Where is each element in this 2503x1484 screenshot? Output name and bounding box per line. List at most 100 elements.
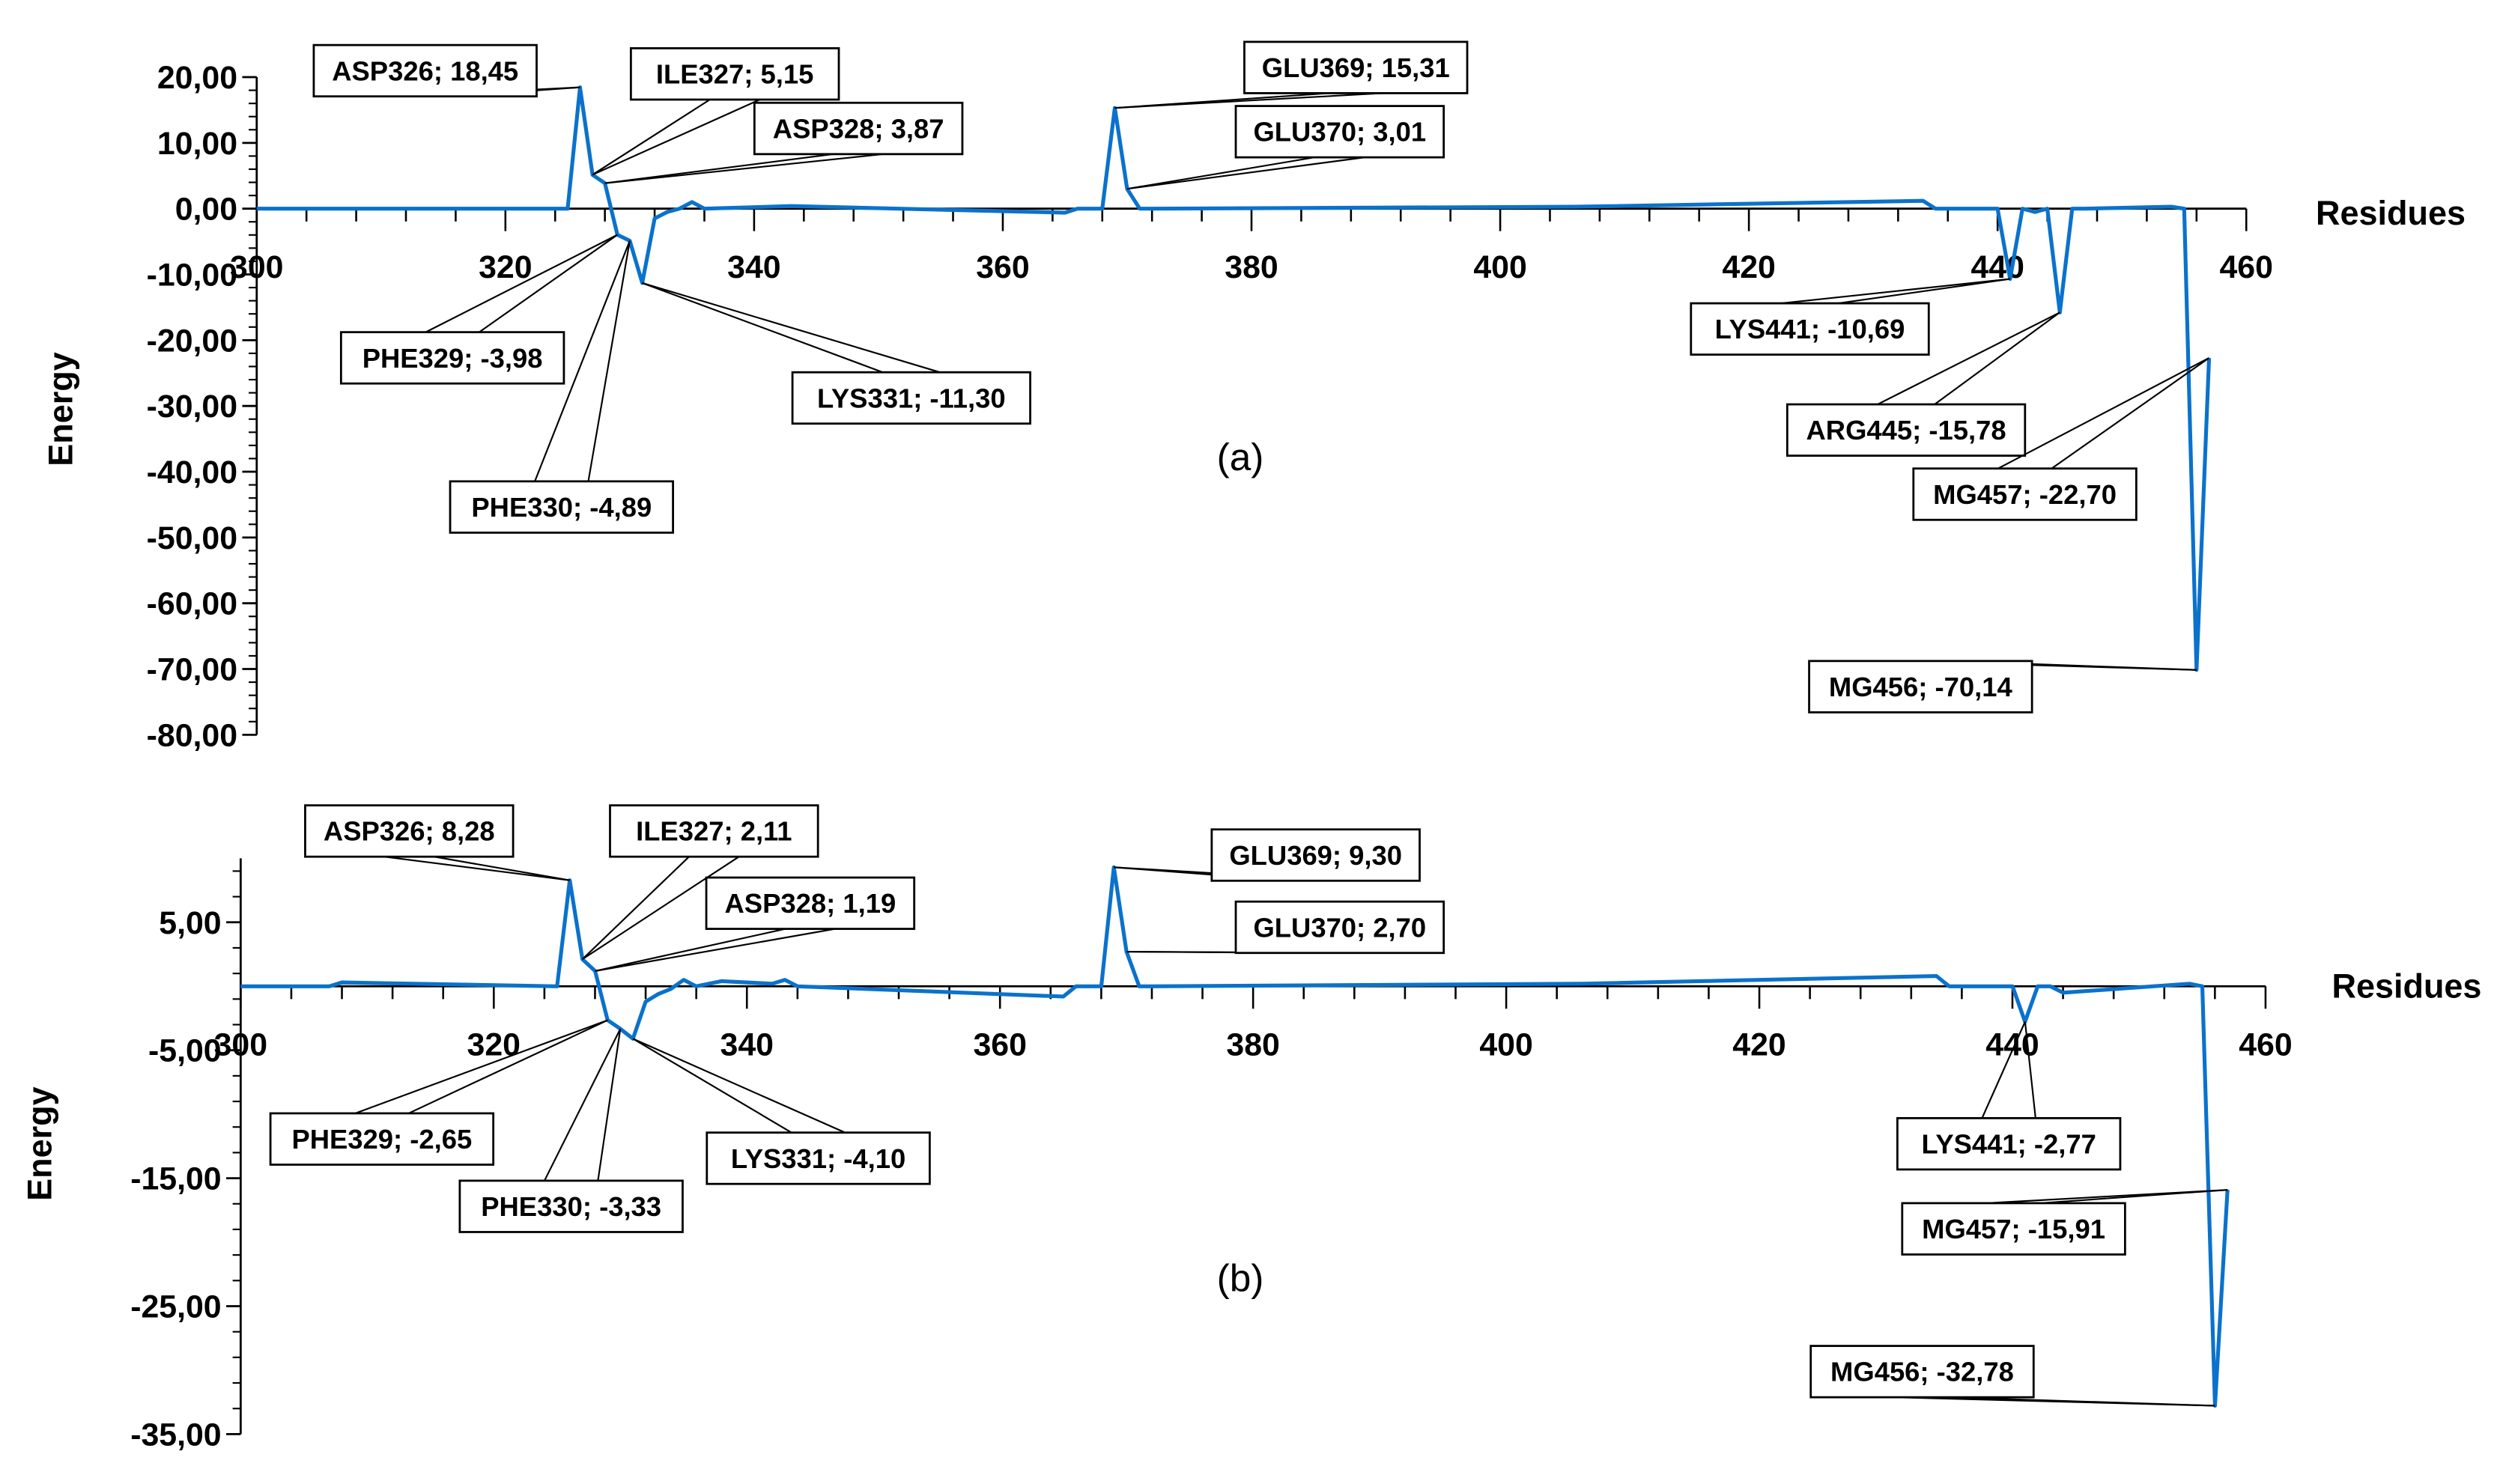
callout-leader <box>592 99 711 176</box>
callout-box <box>705 876 916 930</box>
x-tick-label: 400 <box>1473 249 1526 285</box>
callout-label: MG456; -70,14 <box>1829 672 2013 702</box>
panel-caption: (b) <box>1217 1256 1264 1300</box>
callout-leader <box>592 99 760 176</box>
callout-leader <box>642 282 941 374</box>
x-tick-label: 320 <box>479 249 532 285</box>
callout-label: PHE329; -2,65 <box>291 1124 472 1155</box>
callout-leader <box>632 1038 846 1134</box>
callout-leader <box>1126 156 1365 190</box>
y-tick-label: -30,00 <box>147 389 237 425</box>
callout-label: GLU369; 9,30 <box>1229 840 1402 871</box>
callout: PHE329; -3,98 <box>339 234 618 385</box>
callout-leader <box>595 928 786 972</box>
callout-leader <box>434 856 570 881</box>
callout-box <box>609 804 819 858</box>
callout-label: ILE327; 5,15 <box>656 59 813 90</box>
callout-leader <box>597 1028 622 1182</box>
y-tick-label: -70,00 <box>147 652 237 688</box>
x-tick-label: 340 <box>727 249 780 285</box>
callout-box <box>1896 1116 2122 1171</box>
callout-box <box>304 804 515 858</box>
callout-leader <box>1981 1021 2026 1119</box>
callout-label: LYS441; -10,69 <box>1715 314 1905 344</box>
callout-leader <box>642 282 884 374</box>
callout-leader <box>1838 278 2010 305</box>
callout: GLU369; 15,31 <box>1114 40 1469 109</box>
callout: ILE327; 2,11 <box>581 804 819 961</box>
callout-leader <box>2024 1021 2036 1119</box>
callout-leader <box>1877 311 2060 406</box>
callout-leader <box>587 240 631 482</box>
callout-leader <box>2051 357 2210 469</box>
callout: MG457; -15,91 <box>1901 1189 2228 1256</box>
callout: LYS441; -10,69 <box>1690 278 2010 356</box>
callout-label: ASP326; 8,28 <box>324 816 495 847</box>
x-tick-label: 420 <box>1722 249 1775 285</box>
callout-box <box>1912 467 2138 521</box>
callout: ASP328; 1,19 <box>595 876 916 972</box>
callout-leader <box>534 240 631 482</box>
callout-box <box>1243 40 1469 94</box>
callout: ARG445; -15,78 <box>1786 311 2060 457</box>
callout-leader <box>2040 1189 2228 1204</box>
callout-label: MG456; -32,78 <box>1830 1357 2014 1387</box>
callout-leader <box>425 234 618 333</box>
callout-box <box>1690 302 1930 356</box>
x-tick-label: 300 <box>214 1027 267 1062</box>
x-tick-label: 380 <box>1226 1027 1279 1062</box>
callout: ASP326; 8,28 <box>304 804 570 881</box>
callout-leader <box>383 856 570 881</box>
callout-leader <box>479 234 618 333</box>
y-tick-label: -35,00 <box>130 1417 221 1453</box>
callout-label: PHE329; -3,98 <box>362 343 543 374</box>
y-tick-label: -20,00 <box>147 323 237 359</box>
callout: ILE327; 5,15 <box>592 47 840 176</box>
x-tick-label: 460 <box>2239 1027 2292 1062</box>
callout-box <box>449 480 674 534</box>
callout-leader <box>604 153 884 184</box>
callout: MG456; -70,14 <box>1808 660 2197 714</box>
callout-label: GLU369; 15,31 <box>1262 52 1450 83</box>
y-tick-label: 20,00 <box>157 60 237 96</box>
panel-caption: (a) <box>1217 435 1264 478</box>
callout-leader <box>1126 156 1315 190</box>
x-tick-label: 300 <box>230 249 283 285</box>
callout: ASP328; 3,87 <box>604 101 964 184</box>
callout: GLU369; 9,30 <box>1114 828 1421 882</box>
callout: LYS331; -11,30 <box>642 282 1031 425</box>
callout-box <box>1210 828 1421 882</box>
x-tick-label: 360 <box>973 1027 1026 1062</box>
x-tick-label: 320 <box>467 1027 521 1062</box>
callout-leader <box>1781 278 2010 305</box>
x-tick-label: 380 <box>1225 249 1278 285</box>
callout: ASP326; 18,45 <box>312 43 580 98</box>
y-tick-label: -80,00 <box>147 717 237 753</box>
callout-leader <box>408 1019 608 1114</box>
callout: LYS441; -2,77 <box>1896 1021 2122 1171</box>
callout: MG457; -22,70 <box>1912 357 2210 521</box>
callout-leader <box>543 1028 622 1182</box>
callout: GLU370; 2,70 <box>1126 900 1445 955</box>
callout-label: ASP328; 1,19 <box>725 888 896 919</box>
y-tick-label: -60,00 <box>147 586 237 622</box>
callout-leader <box>581 856 740 961</box>
y-tick-label: -50,00 <box>147 520 237 556</box>
callout-label: PHE330; -4,89 <box>471 492 652 523</box>
x-tick-label: 440 <box>1985 1027 2039 1062</box>
x-axis-title: Residues <box>2331 967 2481 1006</box>
callout-label: ARG445; -15,78 <box>1806 415 2006 445</box>
chart-panel-a: 20,0010,000,00-10,00-20,00-30,00-40,00-5… <box>41 40 2466 753</box>
callout-label: GLU370; 3,01 <box>1253 117 1426 148</box>
callout-leader <box>354 1019 608 1114</box>
x-tick-label: 420 <box>1732 1027 1786 1062</box>
callout: PHE329; -2,65 <box>269 1019 608 1166</box>
callout: GLU370; 3,01 <box>1126 105 1445 190</box>
x-tick-label: 460 <box>2219 249 2272 285</box>
callout-label: ASP326; 18,45 <box>332 55 518 86</box>
callout-label: GLU370; 2,70 <box>1253 912 1426 943</box>
callout-box <box>312 43 538 98</box>
y-tick-label: 10,00 <box>157 126 237 162</box>
callout-box <box>1809 1345 2035 1399</box>
